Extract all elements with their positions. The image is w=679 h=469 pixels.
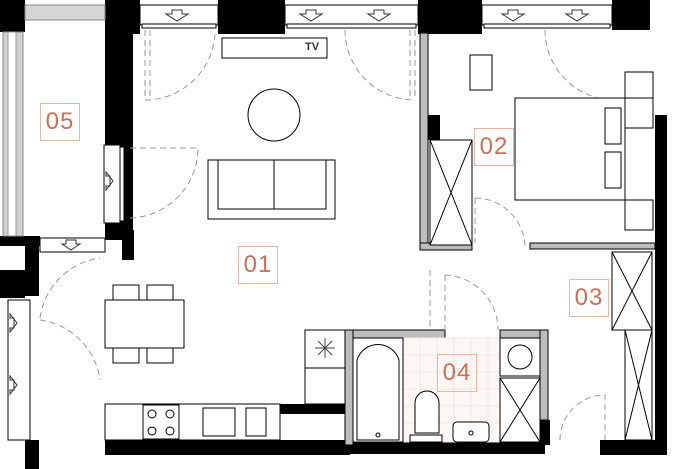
window-arrows (9, 9, 590, 396)
sink (452, 421, 490, 443)
partitions (344, 32, 656, 446)
fridge (304, 329, 346, 405)
room-label-04: 04 (437, 354, 477, 392)
desk (469, 54, 493, 91)
furniture (104, 37, 654, 443)
coffee-table (247, 88, 301, 142)
kitchen-counter (104, 403, 281, 441)
balcony-railing (2, 4, 106, 237)
dining-table (104, 284, 185, 364)
tv-label: TV (305, 41, 320, 53)
bed (514, 71, 654, 231)
toilet (409, 390, 443, 443)
room-label-02: 02 (474, 128, 514, 166)
room-label-01: 01 (238, 246, 278, 284)
tv-unit (221, 37, 328, 59)
bedroom-closet (429, 139, 473, 246)
sofa (207, 159, 336, 220)
door-swings (39, 29, 616, 441)
hall-wardrobe (611, 251, 653, 441)
room-label-03: 03 (569, 279, 609, 317)
washer (499, 337, 541, 443)
bathtub (352, 337, 404, 443)
room-label-05: 05 (40, 103, 80, 141)
